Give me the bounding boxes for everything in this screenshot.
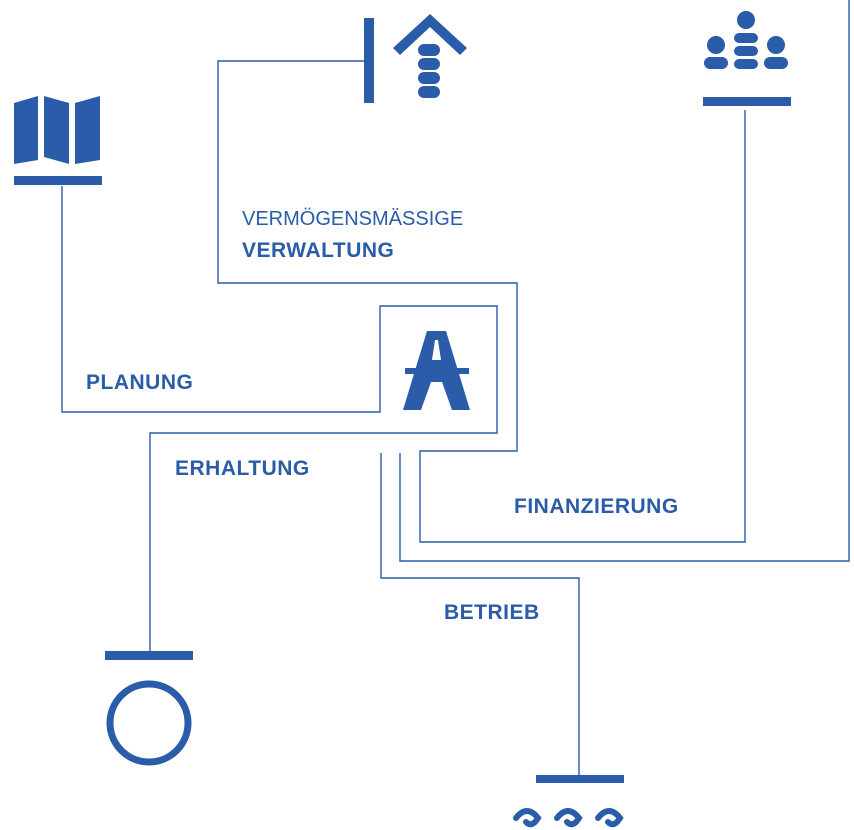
planung-connector: [61, 186, 498, 652]
house-coins-icon: [364, 14, 467, 103]
ring-icon: [105, 651, 193, 766]
map-icon: [14, 96, 102, 185]
verwaltung-label-top: VERMÖGENSMÄSSIGE: [242, 208, 464, 230]
erhaltung-label: ERHALTUNG: [175, 457, 310, 480]
betrieb-connector: [380, 453, 580, 778]
verwaltung-label: VERWALTUNG: [242, 239, 395, 262]
planung-label: PLANUNG: [86, 371, 194, 394]
finanzierung-label: FINANZIERUNG: [514, 495, 679, 518]
verwaltung-connector: [217, 60, 746, 543]
coin-stacks-icon: [703, 11, 791, 106]
motorway-icon: [403, 331, 470, 410]
finanzierung-connector: [399, 0, 850, 562]
waves-icon: [513, 775, 624, 828]
betrieb-label: BETRIEB: [444, 601, 540, 624]
